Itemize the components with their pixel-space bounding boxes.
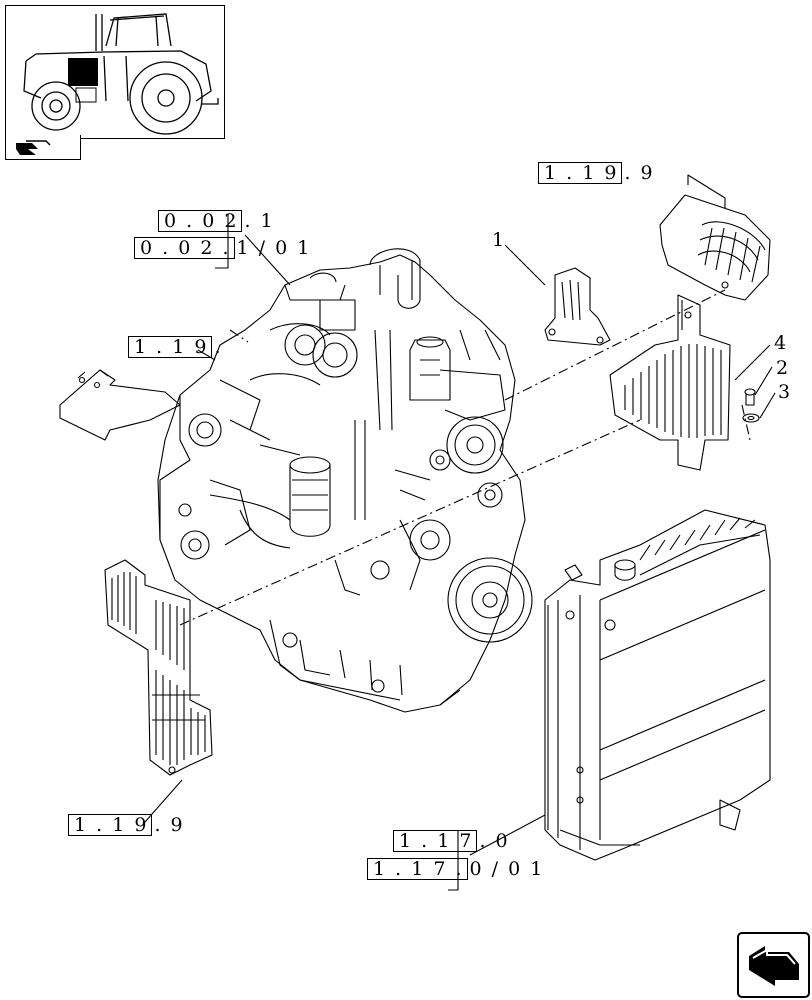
side-heat-shield-part-4: [609, 294, 731, 471]
ref-engine-b-tail: 1 / 0 1: [236, 237, 312, 259]
callout-2: 2: [776, 357, 789, 379]
next-page-button[interactable]: [737, 932, 810, 998]
ref-top-right-box: 1 . 1 9: [538, 162, 623, 184]
washer-part-3: [742, 413, 760, 423]
ref-top-right-tail: . 9: [624, 162, 655, 184]
section-arrow-icon: [16, 140, 51, 155]
tractor-thumbnail-icon: [23, 13, 219, 135]
bracket-part-1: [544, 267, 611, 346]
lower-grille-shield: [104, 559, 213, 776]
callout-1: 1: [492, 229, 505, 251]
left-heat-shield: [59, 369, 181, 441]
ref-radiator-a[interactable]: 1 . 1 7. 0: [393, 830, 510, 852]
ref-radiator-a-tail: . 0: [479, 830, 510, 852]
ref-left-mid-tail: .: [214, 336, 223, 358]
ref-left-mid-box: 1 . 1 9: [128, 336, 213, 358]
next-page-arrow-icon: [749, 946, 799, 986]
radiator-assembly: [544, 509, 771, 861]
callout-4: 4: [774, 332, 787, 354]
ref-left-mid[interactable]: 1 . 1 9.: [128, 336, 222, 358]
callout-3: 3: [778, 381, 791, 403]
ref-engine-a-tail: . 1: [244, 210, 275, 232]
bolt-part-2: [744, 388, 756, 406]
ref-engine-a[interactable]: 0 . 0 2. 1: [158, 210, 275, 232]
ref-radiator-b[interactable]: 1 . 1 7 .0 / 0 1: [367, 858, 544, 880]
ref-radiator-a-box: 1 . 1 7: [393, 830, 478, 852]
ref-engine-a-box: 0 . 0 2: [158, 210, 243, 232]
section-tab: [5, 135, 81, 160]
ref-top-right[interactable]: 1 . 1 9. 9: [538, 162, 655, 184]
ref-radiator-b-box: 1 . 1 7 .: [367, 858, 468, 880]
upper-heat-shield: [659, 174, 771, 301]
tractor-thumbnail: [5, 5, 225, 139]
ref-bottom-left-tail: . 9: [154, 814, 185, 836]
ref-engine-b-box: 0 . 0 2 .: [134, 237, 235, 259]
ref-engine-b[interactable]: 0 . 0 2 .1 / 0 1: [134, 237, 311, 259]
leader-lines: [144, 214, 776, 891]
ref-bottom-left-box: 1 . 1 9: [68, 814, 153, 836]
alignment-lines: [179, 289, 751, 626]
ref-bottom-left[interactable]: 1 . 1 9. 9: [68, 814, 185, 836]
engine-assembly: [157, 248, 533, 713]
ref-radiator-b-tail: 0 / 0 1: [469, 858, 545, 880]
